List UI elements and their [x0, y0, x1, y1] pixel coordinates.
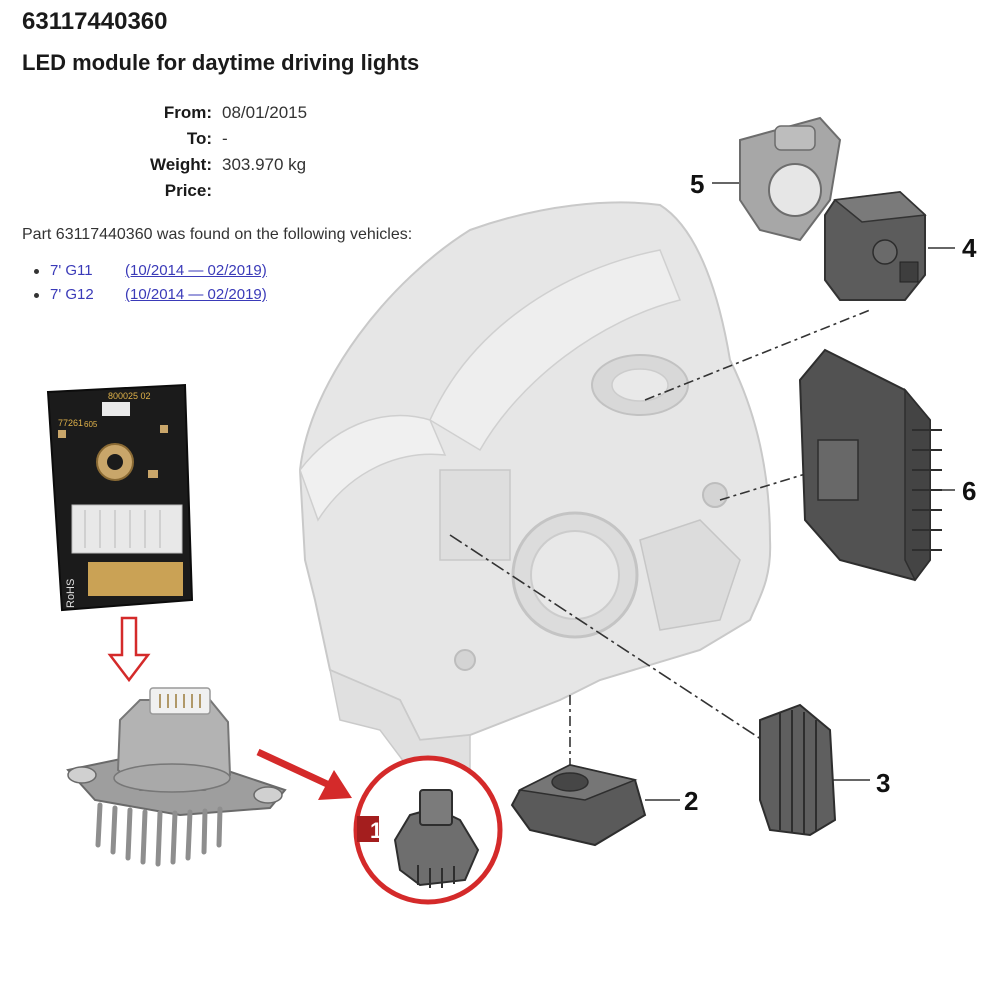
spec-label: From: [163, 102, 212, 122]
part-3-heatsink-illustration [759, 703, 837, 837]
pcb-code-text: 800025 02 [108, 391, 151, 401]
headlight-housing-illustration [298, 201, 772, 771]
pcb-batch-text: 77261 [58, 418, 83, 428]
vehicle-link-g11[interactable]: 7' G11 (10/2014 — 02/2019) [50, 262, 267, 279]
vehicle-link-g12[interactable]: 7' G12 (10/2014 — 02/2019) [50, 286, 267, 303]
part-name-heading: LED module for daytime driving lights [22, 50, 420, 75]
part-1-label-box [357, 816, 379, 842]
part-number-title: 63117440360 [22, 8, 168, 35]
spec-label: To: [186, 128, 212, 148]
part-1-highlight [353, 755, 503, 905]
callout-5: 5 [690, 169, 704, 199]
callout-3: 3 [876, 768, 890, 798]
spec-value: 08/01/2015 [222, 102, 308, 122]
module-photo [66, 687, 287, 867]
vehicle-list: 7' G11 (10/2014 — 02/2019) 7' G12 (10/2014… [34, 262, 267, 310]
part-6-control-unit-illustration [798, 348, 942, 582]
list-item: 7' G12 (10/2014 — 02/2019) [34, 286, 267, 310]
pcb-sub-text: 605 [84, 420, 98, 429]
part-5-bracket-illustration [739, 116, 842, 242]
part-4-module-illustration [824, 190, 927, 301]
red-arrow-icon [256, 748, 352, 800]
pcb-photo: 800025 02 77261 605 RoHS [46, 383, 194, 612]
vehicle-model: 7' G11 [50, 262, 93, 279]
spec-row-weight: Weight: 303.970 kg [100, 152, 307, 178]
down-arrow-icon [107, 616, 151, 683]
spec-value: 303.970 kg [222, 154, 307, 174]
callout-4: 4 [962, 233, 977, 263]
vehicle-range: (10/2014 — 02/2019) [125, 262, 267, 279]
list-item: 7' G11 (10/2014 — 02/2019) [34, 262, 267, 286]
spec-label: Price: [164, 180, 212, 200]
part-2-driver-illustration [510, 763, 647, 847]
vehicle-range: (10/2014 — 02/2019) [125, 286, 267, 303]
spec-row-price: Price: [100, 178, 307, 204]
vehicle-model: 7' G12 [50, 286, 94, 303]
specs-table: From: 08/01/2015 To: - Weight: 303.970 k… [100, 100, 307, 204]
callout-1: 1 [370, 818, 382, 843]
spec-row-from: From: 08/01/2015 [100, 100, 307, 126]
callout-6: 6 [962, 476, 976, 506]
pcb-rohs-text: RoHS [65, 579, 77, 608]
vehicles-intro-text: Part 63117440360 was found on the follow… [22, 226, 413, 243]
callout-2: 2 [684, 786, 698, 816]
spec-row-to: To: - [100, 126, 307, 152]
spec-value: - [222, 128, 228, 148]
spec-label: Weight: [149, 154, 212, 174]
